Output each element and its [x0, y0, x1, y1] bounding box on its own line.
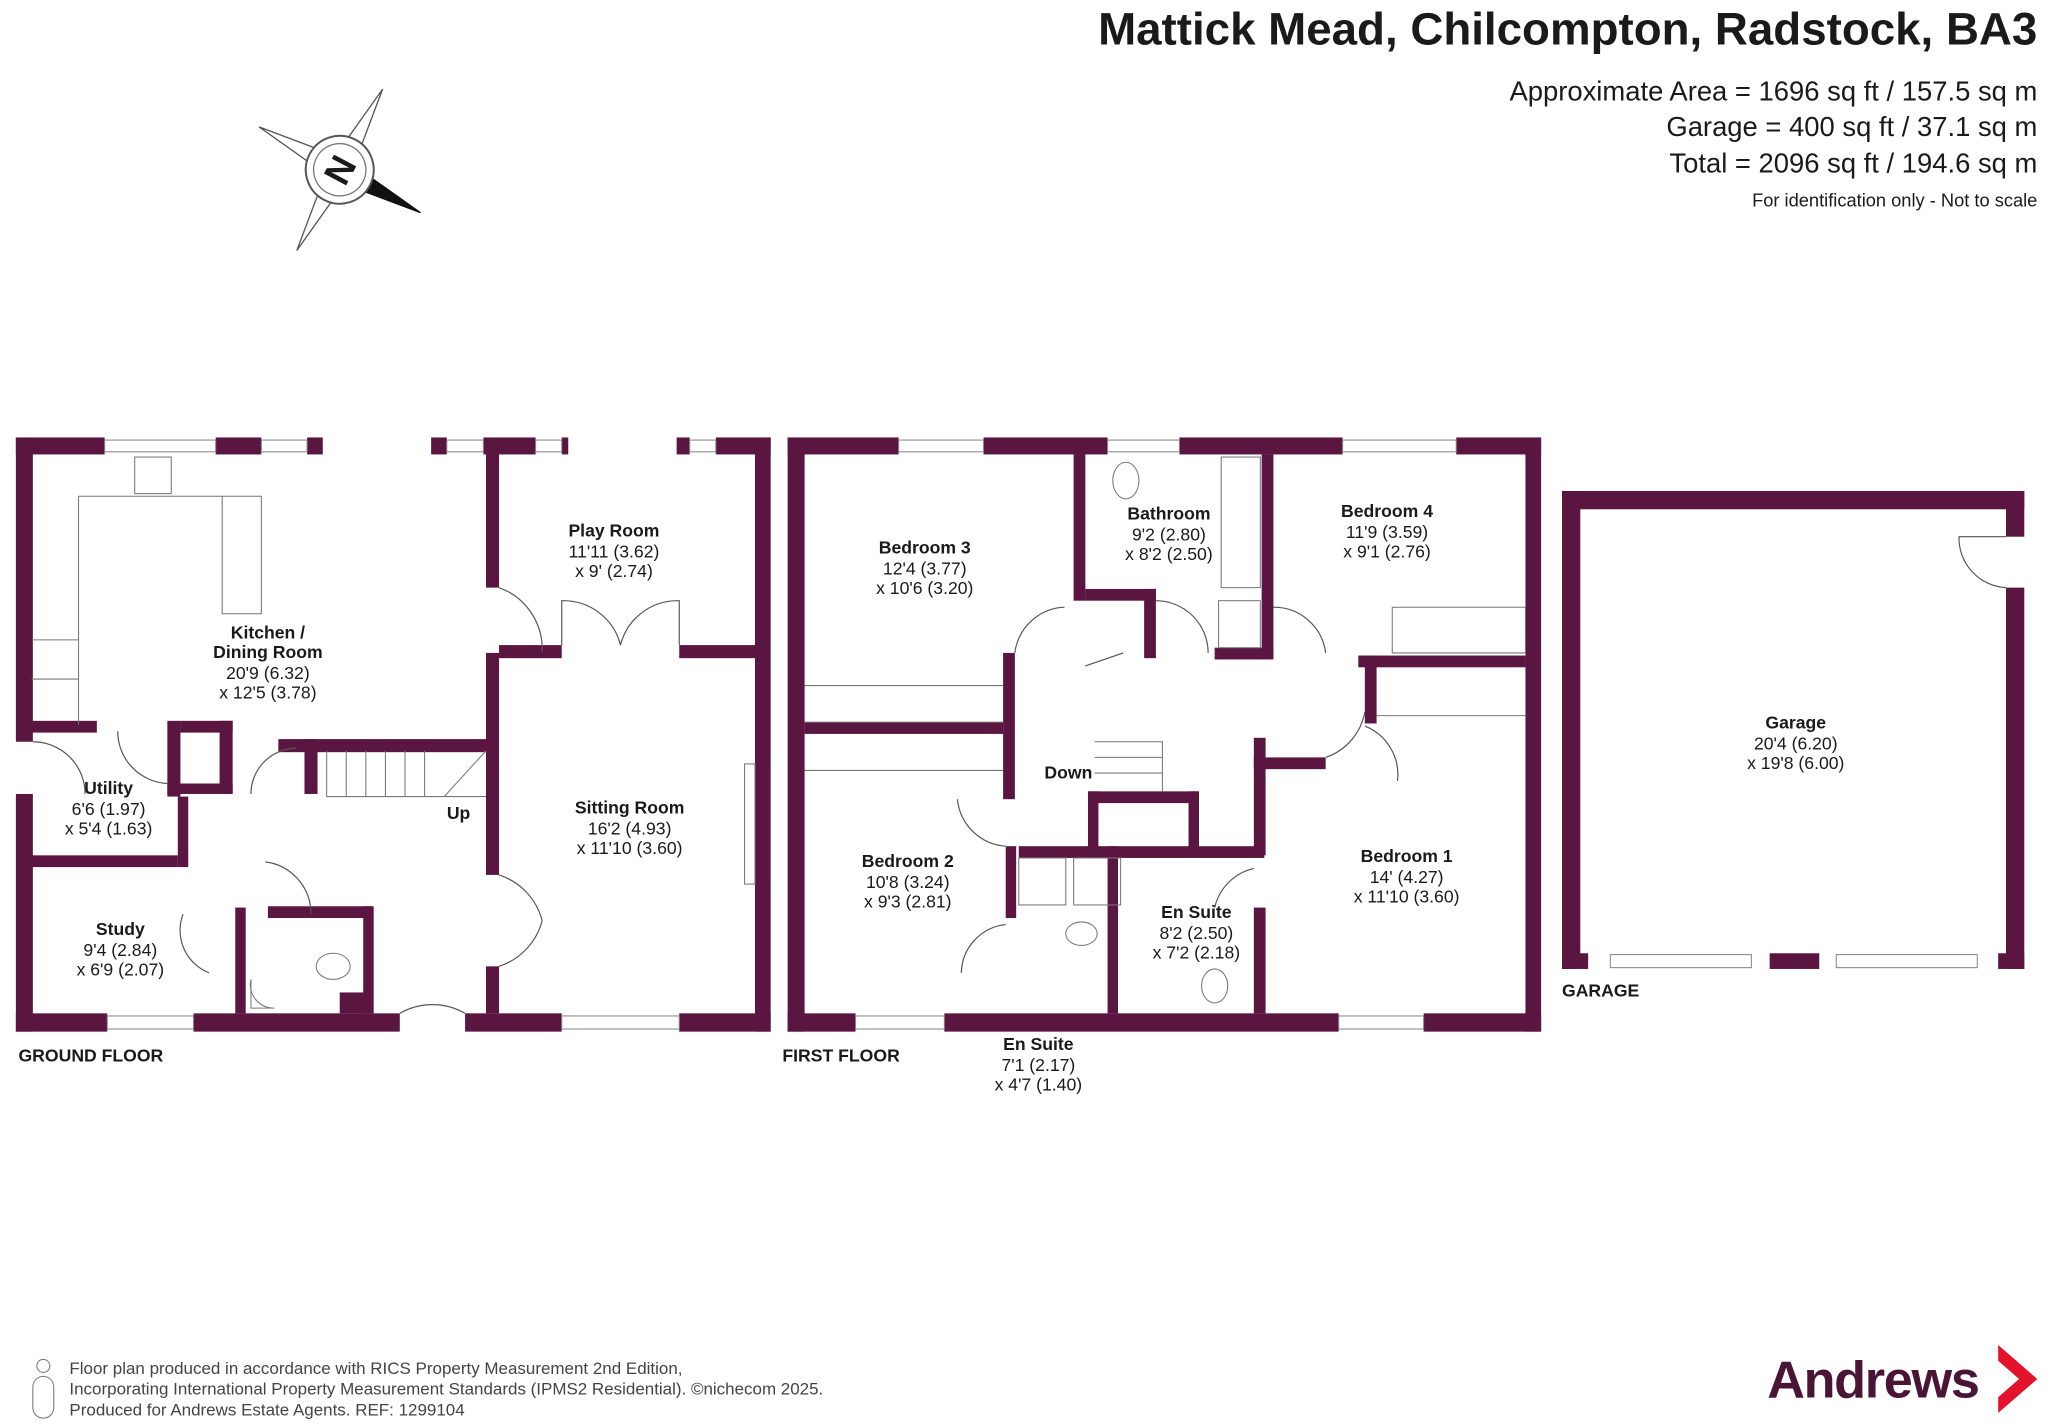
property-title: Mattick Mead, Chilcompton, Radstock, BA3 — [1098, 3, 2037, 54]
room-name: Bedroom 1 — [1361, 846, 1453, 866]
footer-line-1: Floor plan produced in accordance with R… — [69, 1359, 682, 1378]
room-dimension: 16'2 (4.93) — [588, 818, 672, 838]
room-name: Bedroom 4 — [1341, 501, 1433, 521]
room-dimension: 20'4 (6.20) — [1754, 734, 1838, 754]
compass-icon — [258, 88, 421, 251]
room-dimension: x 11'10 (3.60) — [577, 838, 683, 858]
room-dimension: x 6'9 (2.07) — [77, 959, 165, 979]
footer: Floor plan produced in accordance with R… — [32, 1358, 823, 1420]
first-floor-walls — [787, 437, 1542, 1032]
ground-floor-labels: Kitchen / Dining Room 20'9 (6.32) x 12'5… — [18, 521, 684, 1066]
room-dimension: x 10'6 (3.20) — [876, 578, 973, 598]
room-dimension: 12'4 (3.77) — [883, 559, 967, 579]
stairs-up-label: Up — [447, 803, 471, 823]
room-dimension: x 11'10 (3.60) — [1354, 886, 1460, 906]
room-dimension: 8'2 (2.50) — [1159, 923, 1233, 943]
room-dimension: x 9'3 (2.81) — [864, 892, 952, 912]
room-dimension: 9'2 (2.80) — [1132, 525, 1206, 545]
room-name: Utility — [84, 778, 133, 798]
ground-floor-walls — [15, 437, 771, 1032]
person-scale-icon — [32, 1358, 55, 1419]
room-dimension: x 8'2 (2.50) — [1125, 544, 1213, 564]
room-dimension: x 12'5 (3.78) — [219, 683, 316, 703]
room-name: Bathroom — [1127, 504, 1210, 524]
header: Mattick Mead, Chilcompton, Radstock, BA3… — [1098, 3, 2037, 210]
garage-labels: Garage 20'4 (6.20) x 19'8 (6.00) GARAGE — [1562, 713, 1844, 1001]
room-dimension: 9'4 (2.84) — [83, 940, 157, 960]
ground-floor-label: GROUND FLOOR — [18, 1046, 163, 1066]
room-dimension: 20'9 (6.32) — [226, 663, 310, 683]
room-dimension: 14' (4.27) — [1370, 867, 1444, 887]
room-dimension: 7'1 (2.17) — [1001, 1055, 1075, 1075]
room-dimension: x 9'1 (2.76) — [1343, 542, 1431, 562]
scale-disclaimer: For identification only - Not to scale — [1752, 189, 2037, 210]
garage-area: Garage = 400 sq ft / 37.1 sq m — [1666, 111, 2037, 142]
room-name: Bedroom 2 — [862, 851, 954, 871]
room-name: Sitting Room — [575, 798, 685, 818]
room-dimension: 6'6 (1.97) — [72, 799, 146, 819]
room-name: En Suite — [1003, 1034, 1074, 1054]
first-floor-label: FIRST FLOOR — [782, 1046, 900, 1066]
approximate-area: Approximate Area = 1696 sq ft / 157.5 sq… — [1509, 76, 2037, 107]
andrews-logo: Andrews — [1767, 1345, 2038, 1413]
room-dimension: 11'11 (3.62) — [569, 542, 660, 562]
room-dimension: 11'9 (3.59) — [1346, 522, 1428, 542]
garage-floor-label: GARAGE — [1562, 980, 1640, 1000]
room-name: Garage — [1765, 713, 1826, 733]
logo-chevron-icon — [1998, 1345, 2038, 1413]
room-dimension: x 9' (2.74) — [575, 561, 653, 581]
total-area: Total = 2096 sq ft / 194.6 sq m — [1669, 147, 2037, 178]
first-floor-labels: Bedroom 3 12'4 (3.77) x 10'6 (3.20) Bath… — [782, 501, 1459, 1094]
room-dimension: x 7'2 (2.18) — [1153, 943, 1241, 963]
room-name: Bedroom 3 — [879, 538, 971, 558]
garage-walls — [1562, 491, 2025, 969]
room-name: Kitchen / — [231, 623, 305, 643]
footer-line-2: Incorporating International Property Mea… — [69, 1380, 823, 1399]
room-dimension: x 4'7 (1.40) — [995, 1074, 1083, 1094]
footer-line-3: Produced for Andrews Estate Agents. REF:… — [69, 1401, 464, 1420]
room-dimension: 10'8 (3.24) — [866, 872, 950, 892]
logo-text: Andrews — [1767, 1351, 1978, 1409]
room-name: Dining Room — [213, 642, 323, 662]
room-name: Play Room — [568, 521, 659, 541]
room-dimension: x 5'4 (1.63) — [65, 818, 153, 838]
room-name: Study — [96, 919, 145, 939]
room-name: En Suite — [1161, 902, 1232, 922]
stairs-down-label: Down — [1044, 762, 1092, 782]
room-dimension: x 19'8 (6.00) — [1747, 753, 1844, 773]
